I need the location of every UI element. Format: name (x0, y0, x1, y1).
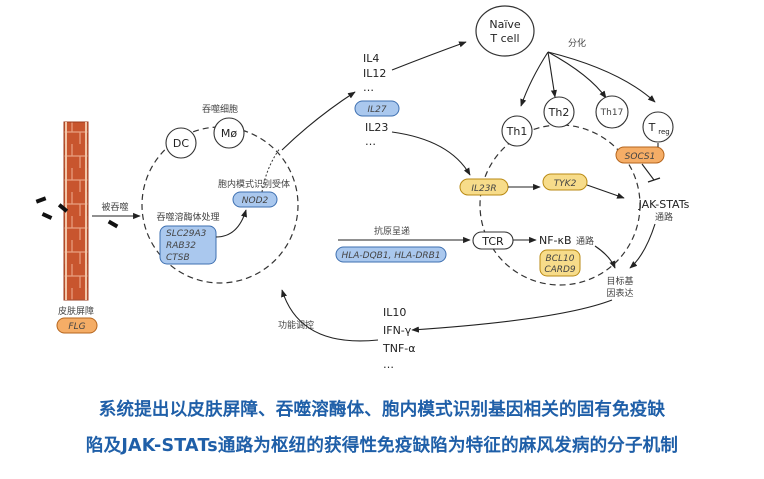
lysosome-processing-label: 吞噬溶酶体处理 (156, 211, 219, 223)
bcl10-card9-box (539, 249, 581, 277)
target-gene-label-1: 目标基 (606, 275, 633, 287)
treg-label: T (648, 121, 656, 134)
gene-rab32: RAB32 (166, 241, 196, 251)
cytokine-ifng: IFN-γ (383, 324, 412, 337)
cytokine-il10: IL10 (383, 306, 406, 319)
differentiation-label: 分化 (568, 37, 586, 49)
lysosome-genes-box (159, 225, 217, 265)
socs1-label: SOCS1 (625, 152, 656, 162)
th1-label: Th1 (506, 125, 528, 138)
naive-t-label-2: T cell (489, 32, 519, 45)
tyk2-to-jakstat-arrow (586, 184, 625, 199)
nod2-dotted-link (261, 147, 281, 193)
differentiation-arrows (520, 51, 656, 107)
th17-label: Th17 (600, 108, 624, 118)
nod2-box (232, 191, 278, 208)
flg-box (56, 317, 98, 334)
nfkb-to-target-arrow (594, 245, 616, 269)
phagocytes-label: 吞噬细胞 (202, 103, 238, 115)
cytokine-bottom-ellipsis: … (383, 358, 394, 371)
cytokines-to-phagocyte-arrow (281, 289, 379, 342)
cytokine-il4: IL4 (363, 52, 379, 65)
treg-node (642, 111, 674, 143)
il4-to-naive-arrow (391, 41, 467, 71)
socs1-inhibit-bar (647, 177, 661, 183)
socs1-inhibit-line (641, 163, 655, 181)
hla-box (335, 246, 447, 263)
socs1-box (615, 146, 665, 164)
cytokine-mid-ellipsis: … (365, 135, 376, 148)
jakstat-to-target-arrow (629, 223, 656, 269)
pathogen-fragments (35, 196, 119, 229)
target-gene-label-2: 因表达 (606, 287, 633, 299)
prr-receptor-label: 胞内模式识别受体 (218, 178, 290, 190)
cytokine-il23: IL23 (365, 121, 388, 134)
th2-label: Th2 (548, 106, 570, 119)
phagocyte-to-cytokines-arrow (281, 91, 356, 151)
gene-ctsb: CTSB (166, 253, 190, 263)
phagocyte-boundary (141, 126, 299, 284)
cytokine-il12: IL12 (363, 67, 386, 80)
naive-t-cell-node (475, 5, 535, 57)
th1-node (501, 115, 533, 147)
caption-line-2: 陷及JAK-STATs通路为枢纽的获得性免疫缺陷为特征的麻风发病的分子机制 (85, 436, 679, 456)
th17-node (595, 95, 629, 129)
caption-line-1: 系统提出以皮肤屏障、吞噬溶酶体、胞内模式识别基因相关的固有免疫缺 (98, 400, 666, 420)
dc-node (165, 127, 197, 159)
macrophage-node (213, 117, 245, 149)
nod2-label: NOD2 (242, 196, 269, 206)
skin-barrier-strip (63, 121, 89, 301)
treg-subscript: reg (658, 128, 669, 136)
target-to-cytokines-arrow (411, 299, 613, 333)
tcell-boundary (479, 124, 641, 286)
cytokine-tnfa: TNF-α (382, 342, 416, 355)
gene-slc29a3: SLC29A3 (166, 229, 207, 239)
hla-label: HLA-DQB1, HLA-DRB1 (341, 251, 440, 261)
il23-to-il23r-arrow (391, 131, 471, 176)
functional-regulation-label: 功能调控 (278, 319, 314, 331)
gene-card9: CARD9 (544, 265, 576, 275)
cytokine-top-ellipsis: … (363, 81, 374, 94)
antigen-presentation-label: 抗原呈递 (374, 225, 410, 237)
nfkb-label: NF-κB (539, 234, 572, 247)
tyk2-label: TYK2 (554, 179, 577, 189)
il27-box (354, 100, 400, 117)
tcr-label: TCR (481, 235, 504, 248)
il23r-label: IL23R (471, 184, 496, 194)
il27-label: IL27 (367, 105, 386, 115)
gene-bcl10: BCL10 (546, 254, 575, 264)
tyk2-box (542, 173, 588, 191)
jak-stat-pathway-label: 通路 (655, 211, 673, 223)
th2-node (543, 96, 575, 128)
nfkb-pathway-label: 通路 (576, 235, 594, 247)
naive-t-label-1: Naïve (489, 18, 521, 31)
dc-label: DC (173, 137, 189, 150)
skin-barrier-label: 皮肤屏障 (58, 305, 94, 317)
lysosome-to-nod2-arrow (215, 209, 247, 238)
flg-label: FLG (68, 322, 85, 332)
macrophage-label: Mø (221, 127, 237, 140)
phagocytosis-label: 被吞噬 (101, 201, 128, 213)
jak-stat-label: JAK-STATs (638, 198, 690, 211)
